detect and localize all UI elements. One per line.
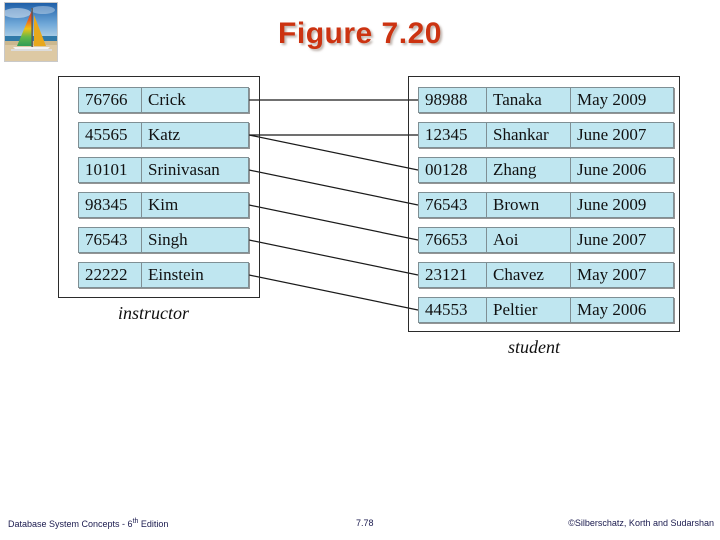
instructor-id-cell: 45565 — [78, 122, 141, 148]
student-date-cell: May 2007 — [570, 262, 674, 288]
instructor-id-cell: 76543 — [78, 227, 141, 253]
instructor-table-label: instructor — [118, 303, 190, 323]
instructor-table — [58, 76, 260, 298]
student-date-cell: June 2006 — [570, 157, 674, 183]
footer-edition-sup: th — [132, 518, 139, 525]
mapping-line — [248, 239, 419, 276]
instructor-name-cell: Singh — [141, 227, 249, 253]
instructor-name-cell: Katz — [141, 122, 249, 148]
student-name-cell: Aoi — [486, 227, 570, 253]
mapping-line — [248, 274, 419, 311]
student-name-cell: Zhang — [486, 157, 570, 183]
student-id-cell: 44553 — [418, 297, 486, 323]
student-name-cell: Tanaka — [486, 87, 570, 113]
mapping-line — [248, 134, 419, 171]
footer-book-title: Database System Concepts - 6th Edition — [8, 518, 168, 529]
footer-edition-tail: Edition — [138, 519, 169, 529]
instructor-name-cell: Einstein — [141, 262, 249, 288]
mapping-line — [248, 204, 419, 241]
instructor-id-cell: 76766 — [78, 87, 141, 113]
student-name-cell: Shankar — [486, 122, 570, 148]
student-date-cell: May 2009 — [570, 87, 674, 113]
instructor-id-cell: 22222 — [78, 262, 141, 288]
student-id-cell: 12345 — [418, 122, 486, 148]
slide-footer: Database System Concepts - 6th Edition 7… — [0, 518, 720, 534]
student-id-cell: 00128 — [418, 157, 486, 183]
sailboat-logo — [4, 2, 58, 62]
student-table-label: student — [508, 337, 560, 357]
footer-copyright: ©Silberschatz, Korth and Sudarshan — [568, 518, 714, 528]
student-id-cell: 76653 — [418, 227, 486, 253]
student-name-cell: Brown — [486, 192, 570, 218]
student-id-cell: 98988 — [418, 87, 486, 113]
student-name-cell: Peltier — [486, 297, 570, 323]
mapping-line — [248, 169, 419, 206]
student-table — [408, 76, 680, 332]
instructor-id-cell: 98345 — [78, 192, 141, 218]
mapping-lines — [248, 99, 419, 311]
instructor-name-cell: Srinivasan — [141, 157, 249, 183]
footer-page-number: 7.78 — [356, 518, 374, 528]
footer-book-title-text: Database System Concepts - 6 — [8, 519, 133, 529]
page-title: Figure 7.20 — [278, 17, 442, 50]
sailboat-logo-image — [5, 3, 57, 61]
student-id-cell: 76543 — [418, 192, 486, 218]
student-date-cell: May 2006 — [570, 297, 674, 323]
student-date-cell: June 2009 — [570, 192, 674, 218]
instructor-name-cell: Kim — [141, 192, 249, 218]
instructor-name-cell: Crick — [141, 87, 249, 113]
student-name-cell: Chavez — [486, 262, 570, 288]
instructor-id-cell: 10101 — [78, 157, 141, 183]
student-id-cell: 23121 — [418, 262, 486, 288]
student-date-cell: June 2007 — [570, 122, 674, 148]
student-date-cell: June 2007 — [570, 227, 674, 253]
